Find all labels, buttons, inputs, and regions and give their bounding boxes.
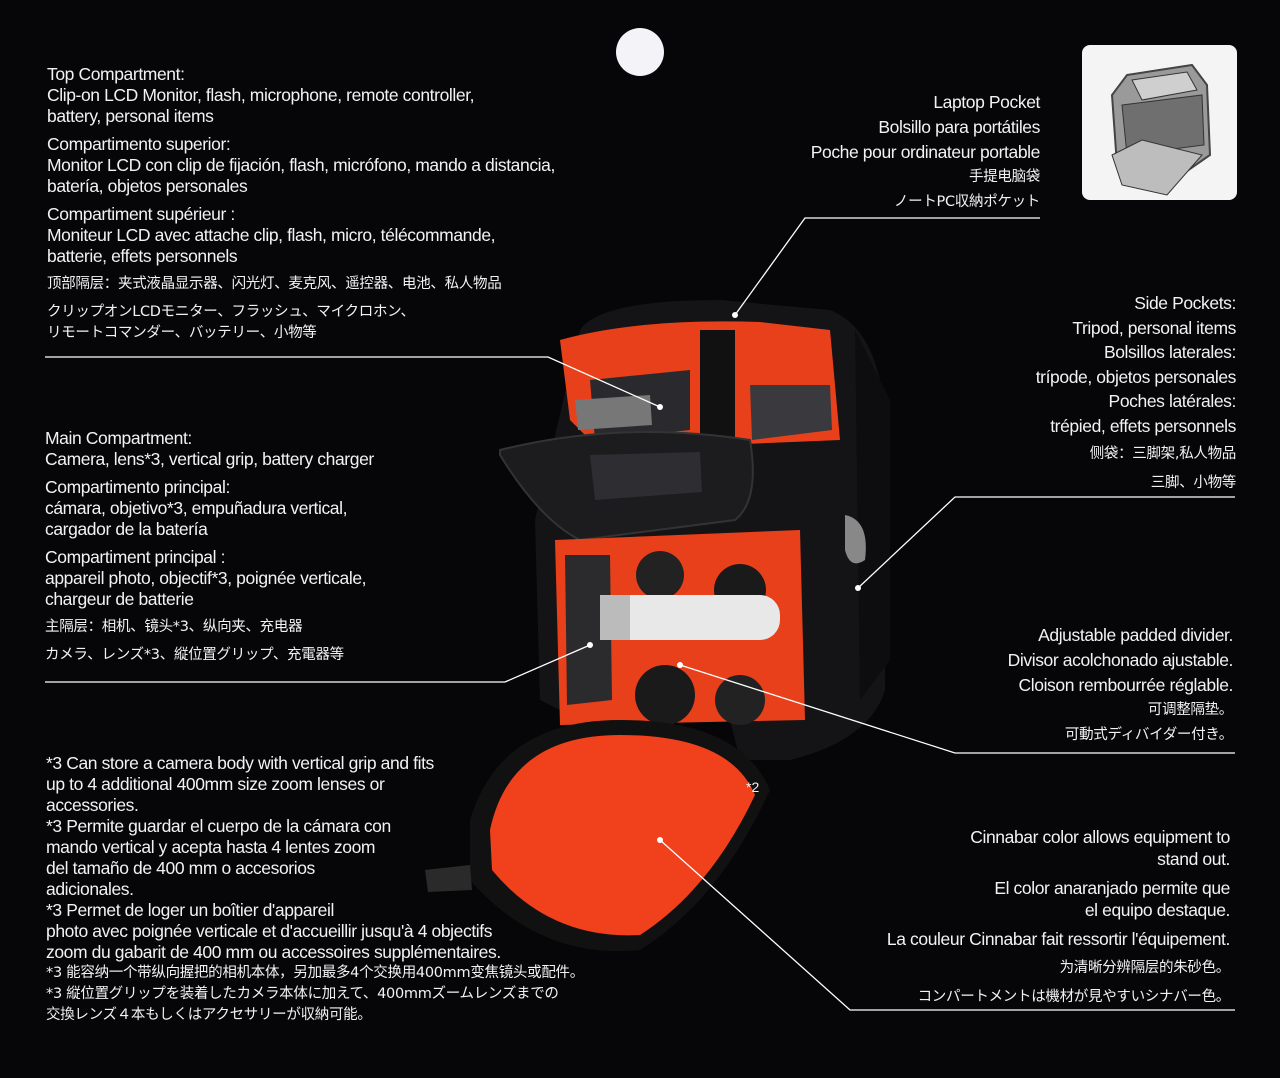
label: カメラ、レンズ*3、縦位置グリップ、充電器等	[45, 647, 344, 663]
label: 主隔层：相机、镜头*3、纵向夹、充电器	[45, 619, 303, 635]
label: クリップオンLCDモニター、フラッシュ、マイクロホン、	[47, 304, 415, 320]
label: adicionales.	[46, 879, 134, 899]
note-marker: *2	[746, 779, 760, 795]
label: コンパートメントは機材が見やすいシナバー色。	[917, 989, 1231, 1005]
label: del tamaño de 400 mm o accesorios	[46, 858, 315, 878]
label: Top Compartment:	[47, 64, 185, 84]
label: *3 Permite guardar el cuerpo de la cámar…	[46, 816, 391, 836]
hang-hole	[616, 28, 664, 76]
footnote-text: *3 Can store a camera body with vertical…	[46, 753, 584, 1026]
label: mando vertical y acepta hasta 4 lentes z…	[46, 837, 376, 857]
label: *3 Can store a camera body with vertical…	[46, 753, 434, 773]
main-compartment-text: Main Compartment: Camera, lens*3, vertic…	[45, 428, 374, 666]
label: cámara, objetivo*3, empuñadura vertical,	[45, 498, 348, 518]
label: 手提电脑袋	[969, 169, 1040, 185]
cinnabar-text: Cinnabar color allows equipment to stand…	[887, 826, 1230, 1008]
divider-text: Adjustable padded divider. Divisor acolc…	[1007, 623, 1234, 748]
label: Poche pour ordinateur portable	[810, 142, 1041, 162]
label: Divisor acolchonado ajustable.	[1007, 650, 1234, 670]
label: Compartimento superior:	[47, 134, 231, 154]
label: Moniteur LCD avec attache clip, flash, m…	[47, 225, 496, 245]
label: Bolsillos laterales:	[1103, 342, 1236, 362]
label: Laptop Pocket	[933, 92, 1040, 112]
side-pockets-text: Side Pockets: Tripod, personal items Bol…	[1035, 291, 1237, 495]
label: 为清晰分辨隔层的朱砂色。	[1059, 960, 1231, 976]
label: appareil photo, objectif*3, poignée vert…	[45, 568, 367, 588]
label: Cloison rembourrée réglable.	[1018, 675, 1234, 695]
label: 侧袋：三脚架,私人物品	[1089, 446, 1237, 462]
label: Compartimento principal:	[45, 477, 230, 497]
label: Compartiment principal :	[45, 547, 226, 567]
label: trípode, objetos personales	[1035, 366, 1237, 387]
label: cargador de la batería	[45, 519, 208, 539]
label: Side Pockets:	[1134, 293, 1236, 313]
label: up to 4 additional 400mm size zoom lense…	[46, 774, 385, 794]
label: 可调整隔垫。	[1147, 702, 1234, 718]
label: リモートコマンダー、バッテリー、小物等	[47, 325, 317, 341]
label: 顶部隔层：夹式液晶显示器、闪光灯、麦克风、遥控器、电池、私人物品	[47, 276, 502, 292]
label: El color anaranjado permite que	[994, 878, 1230, 898]
laptop-pocket-text: Laptop Pocket Bolsillo para portátiles P…	[810, 90, 1041, 215]
top-compartment-text: Top Compartment: Clip-on LCD Monitor, fl…	[47, 64, 555, 344]
label: *3 能容纳一个带纵向握把的相机本体，另加最多4个交换用400mm变焦镜头或配件…	[46, 965, 584, 981]
label: 可動式ディバイダー付き。	[1064, 727, 1233, 743]
label: Monitor LCD con clip de fijación, flash,…	[47, 155, 555, 175]
label: batería, objetos personales	[47, 176, 248, 196]
label: stand out.	[1157, 849, 1230, 869]
backpack-thumbnail	[1082, 45, 1237, 200]
label: Poches latérales:	[1108, 391, 1237, 411]
label: Adjustable padded divider.	[1038, 625, 1233, 645]
label: Clip-on LCD Monitor, flash, microphone, …	[47, 85, 475, 105]
label: Main Compartment:	[45, 428, 192, 448]
label: Compartiment supérieur :	[47, 204, 235, 224]
label: *3 縦位置グリップを装着したカメラ本体に加えて、400mmズームレンズまでの	[46, 986, 559, 1002]
label: batterie, effets personnels	[47, 246, 238, 266]
label: trépied, effets personnels	[1050, 415, 1236, 436]
label: chargeur de batterie	[45, 589, 194, 609]
label: Bolsillo para portátiles	[878, 117, 1040, 137]
label: La couleur Cinnabar fait ressortir l'équ…	[886, 929, 1230, 949]
label: Camera, lens*3, vertical grip, battery c…	[45, 449, 374, 469]
label: photo avec poignée verticale et d'accuei…	[46, 921, 493, 941]
label: Cinnabar color allows equipment to	[970, 827, 1230, 847]
label: 交換レンズ４本もしくはアクセサリーが収納可能。	[46, 1007, 372, 1023]
label: el equipo destaque.	[1084, 900, 1231, 920]
label: zoom du gabarit de 400 mm ou accessoires…	[46, 942, 501, 962]
label: ノートPC収納ポケット	[893, 194, 1040, 210]
label: battery, personal items	[47, 106, 214, 126]
label: Tripod, personal items	[1072, 317, 1236, 338]
label: *3 Permet de loger un boîtier d'appareil	[46, 900, 334, 920]
label: 三脚、小物等	[1150, 474, 1237, 491]
label: accessories.	[46, 795, 139, 815]
